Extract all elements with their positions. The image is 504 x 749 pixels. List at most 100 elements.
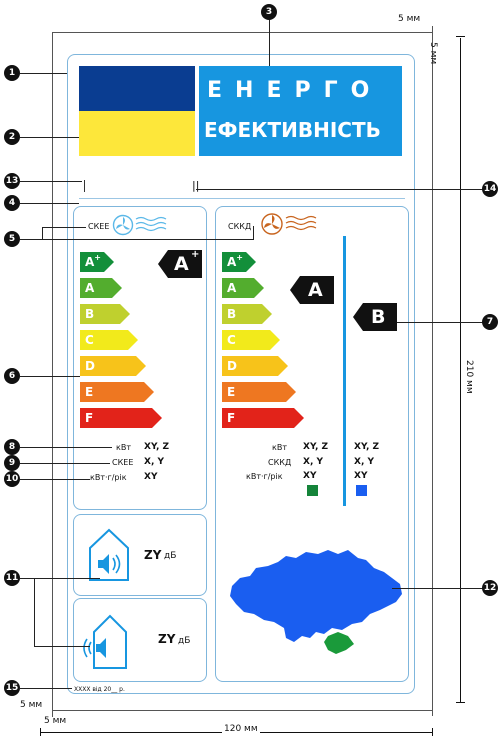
heating-row2-a: X, Y (303, 457, 324, 467)
callout-3: 3 (261, 4, 277, 20)
heating-row1-a: XY, Z (303, 442, 329, 452)
cooling-label: СКЕЕ (88, 222, 110, 231)
heating-row1-b: XY, Z (354, 442, 380, 452)
heating-row1-label: кВт (272, 443, 287, 452)
title-line-2: ЕФЕКТИВНІСТЬ (204, 118, 381, 142)
dim-top-margin-side: 5 мм (428, 42, 438, 65)
flag-yellow-stripe (79, 111, 195, 156)
flag-blue-stripe (79, 66, 195, 111)
heating-rating-arrow-b: B (353, 303, 397, 331)
class-letter: F (85, 411, 94, 425)
dim-height: 210 мм (464, 360, 474, 394)
cooling-row2-label: СКЕЕ (112, 458, 134, 467)
class-letter: D (85, 359, 95, 373)
class-bar-e: E (222, 382, 296, 402)
callout-8: 8 (4, 439, 20, 455)
outdoor-noise-panel (73, 598, 207, 682)
class-bar-a: A (222, 278, 264, 298)
heating-divider (343, 236, 346, 506)
outdoor-noise-unit: дБ (178, 636, 191, 646)
header-divider (79, 198, 405, 199)
class-letter: E (227, 385, 236, 399)
heating-label: СККД (228, 222, 252, 231)
callout-12: 12 (482, 580, 498, 596)
class-bar-a: A (80, 278, 122, 298)
dim-bottom-margin: 5 мм (20, 700, 43, 710)
title-banner: ЕНЕРГО ЕФЕКТИВНІСТЬ (199, 66, 402, 156)
supplier-tick (84, 180, 85, 192)
callout-13: 13 (4, 173, 20, 189)
cooling-row1-value: XY, Z (144, 442, 170, 452)
heating-panel (215, 206, 409, 682)
snowflake-fan-icon (112, 214, 168, 241)
callout-15: 15 (4, 680, 20, 696)
outdoor-house-speaker-icon (80, 610, 142, 675)
label-outer-frame (67, 54, 415, 694)
class-bar-aplus: A+ (80, 252, 114, 272)
class-letter: F (227, 411, 236, 425)
class-letter-sup: + (94, 252, 101, 262)
class-letter: D (227, 359, 237, 373)
heating-rating-arrow-a: A (290, 276, 334, 304)
cooling-panel (73, 206, 207, 510)
heating-rating-b: B (371, 306, 386, 328)
heating-row3-b: XY (354, 471, 368, 481)
class-bar-f: F (80, 408, 162, 428)
callout-11: 11 (4, 570, 20, 586)
class-letter: B (85, 307, 95, 321)
class-bar-e: E (80, 382, 154, 402)
callout-2: 2 (4, 129, 20, 145)
heating-row2-label: СККД (268, 458, 292, 467)
callout-14: 14 (482, 181, 498, 197)
cooling-rating-sup: + (191, 249, 200, 260)
class-bar-f: F (222, 408, 304, 428)
supplier-line: || (80, 178, 405, 194)
indoor-noise-panel (73, 514, 207, 596)
class-bar-b: B (222, 304, 272, 324)
outdoor-noise-value: ZY (158, 632, 176, 646)
ukraine-flag (79, 66, 195, 156)
callout-4: 4 (4, 195, 20, 211)
supplier-separator: || (192, 179, 200, 192)
class-letter: A (227, 255, 237, 269)
heating-swatch-a (307, 485, 318, 496)
class-bar-d: D (80, 356, 146, 376)
dim-left-margin: 5 мм (44, 716, 67, 726)
class-bar-c: C (222, 330, 280, 350)
class-bar-b: B (80, 304, 130, 324)
heating-row2-b: X, Y (354, 457, 375, 467)
indoor-noise-unit: дБ (164, 551, 177, 561)
class-letter: B (227, 307, 237, 321)
cooling-row2-value: X, Y (144, 457, 165, 467)
class-bar-c: C (80, 330, 138, 350)
title-line-1: ЕНЕРГО (207, 78, 383, 103)
footer-regulation: XXXX від 20__ р. (74, 686, 125, 693)
callout-1: 1 (4, 65, 20, 81)
sun-fan-icon (260, 212, 318, 241)
callout-6: 6 (4, 368, 20, 384)
callout-9: 9 (4, 455, 20, 471)
cooling-row1-label: кВт (116, 443, 131, 452)
indoor-noise-value: ZY (144, 548, 162, 562)
ukraine-map (224, 538, 404, 667)
heating-swatch-b (356, 485, 367, 496)
class-letter: A (85, 255, 95, 269)
cooling-row3-label: кВт·г/рік (90, 473, 127, 482)
callout-5: 5 (4, 231, 20, 247)
callout-10: 10 (4, 471, 20, 487)
class-bar-aplus: A+ (222, 252, 256, 272)
heating-row3-label: кВт·г/рік (246, 472, 283, 481)
cooling-rating: A (174, 253, 189, 275)
heating-rating-a: A (308, 279, 323, 301)
class-letter: C (227, 333, 236, 347)
dim-top-margin: 5 мм (398, 14, 421, 24)
class-letter: A (85, 281, 95, 295)
class-letter-sup: + (236, 252, 243, 262)
dim-width: 120 мм (222, 724, 260, 734)
class-letter: C (85, 333, 94, 347)
heating-row3-a: XY (303, 471, 317, 481)
callout-7: 7 (482, 314, 498, 330)
indoor-house-speaker-icon (88, 526, 130, 587)
